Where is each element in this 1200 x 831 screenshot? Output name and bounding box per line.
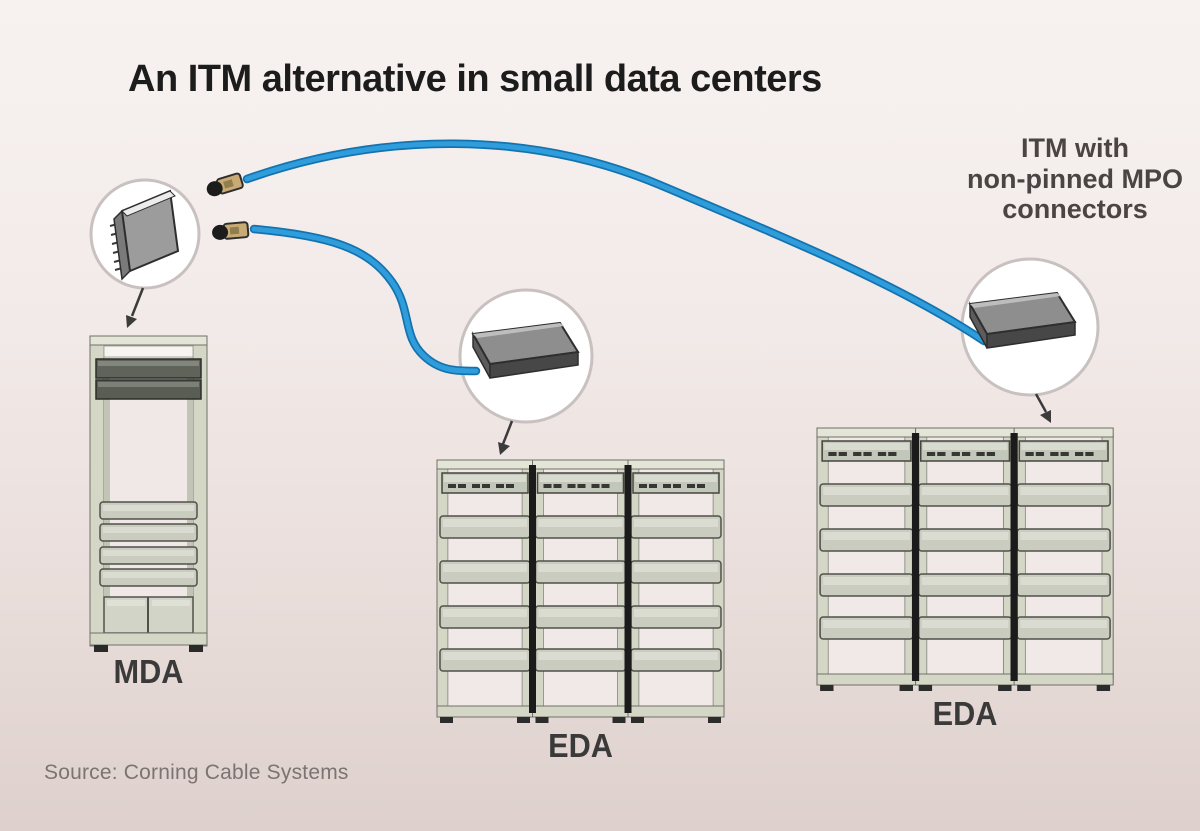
page-title: An ITM alternative in small data centers (128, 58, 822, 100)
mda-rack-label: MDA (113, 653, 184, 690)
itm-connector-note: ITM with non-pinned MPO connectors (967, 133, 1183, 224)
arrow-to-eda-middle (498, 420, 514, 455)
mpo-connector-top-icon (206, 172, 244, 197)
itm-module-vertical-icon (109, 189, 180, 281)
fiber-cable-bottom (249, 224, 481, 376)
mda-rack (89, 335, 208, 652)
eda-rack-right (817, 428, 1113, 691)
arrow-to-mda (126, 287, 145, 328)
eda-rack-middle (437, 460, 724, 723)
itm-module-flat-right-icon (968, 291, 1077, 349)
eda-right-rack-label: EDA (932, 695, 998, 732)
source-credit: Source: Corning Cable Systems (44, 761, 349, 784)
arrow-to-eda-right (1034, 393, 1051, 423)
eda-middle-rack-label: EDA (548, 727, 613, 764)
fiber-cable-top (242, 139, 989, 346)
mpo-connector-bottom-icon (212, 221, 250, 240)
itm-module-flat-middle-icon (471, 321, 580, 379)
